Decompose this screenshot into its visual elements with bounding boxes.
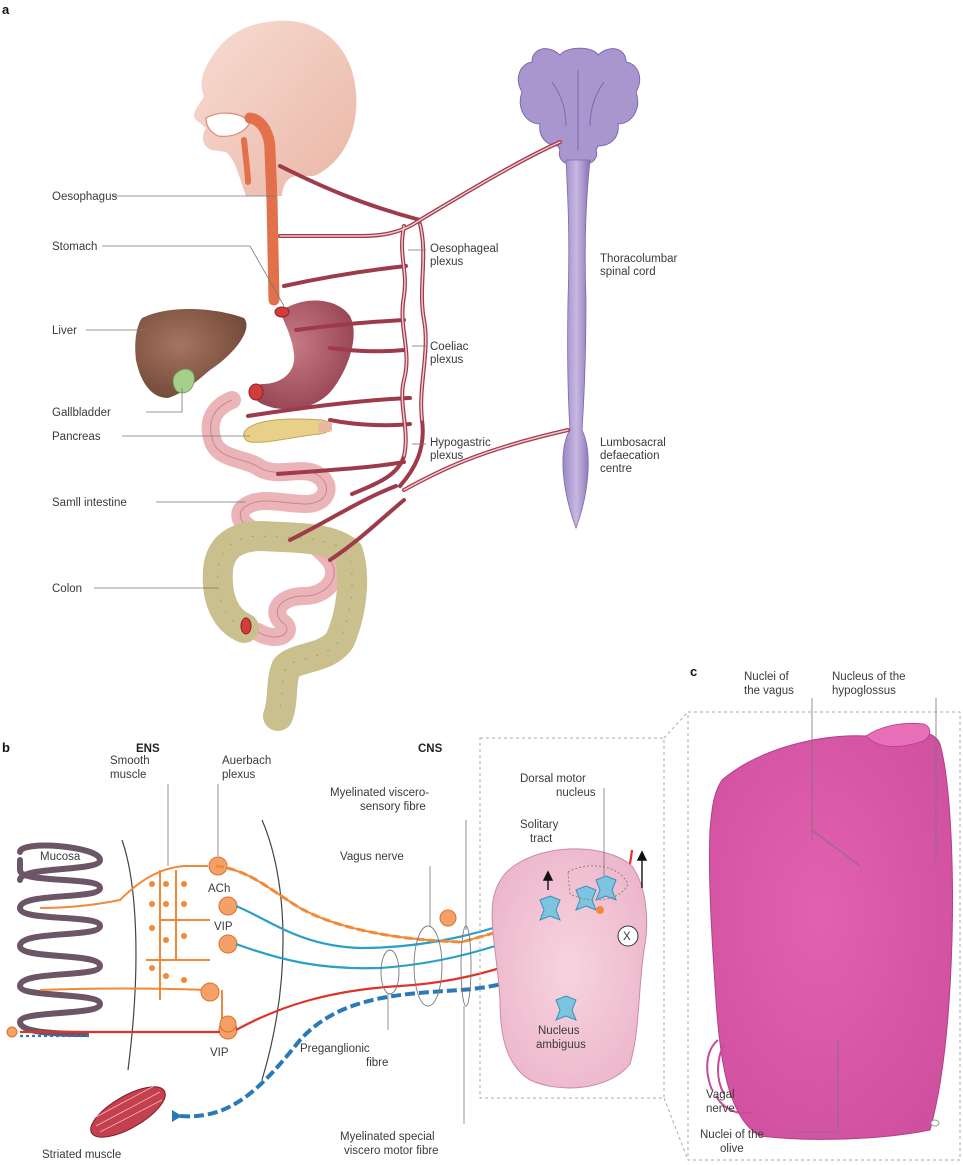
label-oesophagus: Oesophagus <box>52 191 117 203</box>
gallbladder <box>173 369 194 393</box>
label-nerve: nerve <box>706 1103 735 1115</box>
label-olive: olive <box>720 1143 744 1155</box>
vip-terminal <box>220 1016 236 1032</box>
label-coeliac: Coeliac <box>430 341 469 353</box>
label-tract: tract <box>530 833 553 845</box>
panel-b-letter: b <box>2 740 10 755</box>
label-solitary: Solitary <box>520 819 559 831</box>
label-nuclei-of: Nuclei of <box>744 671 790 683</box>
brainstem <box>518 48 639 164</box>
label-vagus-nerve: Vagus nerve <box>340 851 404 863</box>
label-nucleus: nucleus <box>556 787 596 799</box>
gut-wall-inner <box>122 840 136 1070</box>
label-ambiguus: ambiguus <box>536 1039 586 1051</box>
label-x: X <box>623 931 631 943</box>
label-pancreas: Pancreas <box>52 431 101 443</box>
label-muscle: muscle <box>110 769 146 781</box>
label-small-intestine: Samll intestine <box>52 497 127 509</box>
label-ach: ACh <box>208 883 230 895</box>
label-vagal: Vagal <box>706 1089 735 1101</box>
cardiac-sphincter <box>275 307 289 317</box>
preganglionic-dashed <box>216 866 540 942</box>
label-nucleus-of-the: Nucleus of the <box>832 671 906 683</box>
motor-endplate <box>172 1110 182 1122</box>
label-centre: centre <box>600 463 632 475</box>
spinal-cord <box>563 160 590 528</box>
label-thoracolumbar: Thoracolumbar <box>600 253 678 265</box>
mucosa-villi <box>20 860 100 1034</box>
label-dorsal-motor: Dorsal motor <box>520 773 586 785</box>
sensory-receptor <box>7 1027 17 1037</box>
label-plexus: plexus <box>222 769 255 781</box>
header-ens: ENS <box>136 743 160 755</box>
label-mucosa: Mucosa <box>40 851 81 863</box>
label-hypogastric-plexus: plexus <box>430 450 463 462</box>
label-sensory-fibre: sensory fibre <box>360 801 426 813</box>
panel-c-letter: c <box>690 664 697 679</box>
ens-varicosities <box>149 881 187 983</box>
label-defaecation: defaecation <box>600 450 659 462</box>
label-hypoglossus: hypoglossus <box>832 685 896 697</box>
label-nuclei-of-the: Nuclei of the <box>700 1129 764 1141</box>
pancreas <box>244 419 331 442</box>
label-fibre: fibre <box>366 1057 388 1069</box>
label-smooth: Smooth <box>110 755 150 767</box>
label-spinal-cord: spinal cord <box>600 266 656 278</box>
label-preganglionic: Preganglionic <box>300 1043 370 1055</box>
label-striated-muscle: Striated muscle <box>42 1149 121 1161</box>
label-lumbosacral: Lumbosacral <box>600 437 666 449</box>
pancreas-tail <box>318 422 332 432</box>
label-the-vagus: the vagus <box>744 685 794 697</box>
label-vip-upper: VIP <box>214 921 233 933</box>
stomach <box>253 300 354 409</box>
label-stomach: Stomach <box>52 241 97 253</box>
label-colon: Colon <box>52 583 82 595</box>
medulla-histology-section <box>709 730 952 1139</box>
label-myelinated-viscero: Myelinated viscero- <box>330 787 429 799</box>
pyloric-sphincter <box>249 384 263 400</box>
header-cns: CNS <box>418 743 443 755</box>
label-coeliac-plexus: plexus <box>430 354 463 366</box>
label-myelinated-special: Myelinated special <box>340 1131 435 1143</box>
ens-neuron-cells <box>201 857 456 1039</box>
label-liver: Liver <box>52 325 77 337</box>
label-oesophageal-plexus: plexus <box>430 256 463 268</box>
label-viscero-motor-fibre: viscero motor fibre <box>344 1145 439 1157</box>
label-auerbach: Auerbach <box>222 755 271 767</box>
zoom-connector <box>664 712 688 1160</box>
label-nucleus-amb: Nucleus <box>538 1025 580 1037</box>
solitary-tract-nucleus <box>596 906 604 914</box>
ileocaecal-valve <box>241 618 251 634</box>
gut-wall-outer <box>262 820 283 1080</box>
label-hypogastric: Hypogastric <box>430 437 491 449</box>
histology-vessel <box>931 1120 939 1126</box>
label-oesophageal: Oesophageal <box>430 243 498 255</box>
striated-muscle <box>84 1077 173 1147</box>
panel-a-letter: a <box>2 2 10 17</box>
label-vip-lower: VIP <box>210 1047 229 1059</box>
label-gallbladder: Gallbladder <box>52 407 111 419</box>
